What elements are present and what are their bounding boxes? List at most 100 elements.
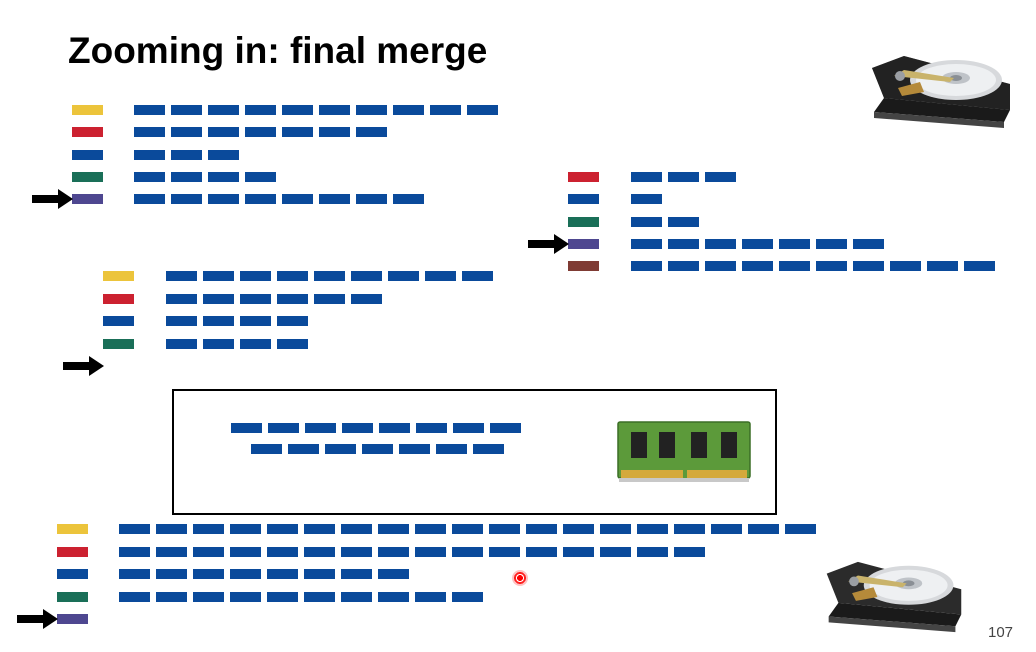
data-block [319, 194, 350, 204]
data-block [171, 194, 202, 204]
data-block [166, 339, 197, 349]
data-block [119, 524, 150, 534]
arrow-right-icon [528, 234, 569, 254]
data-block [277, 316, 308, 326]
data-block [134, 105, 165, 115]
data-block [171, 127, 202, 137]
data-block [452, 592, 483, 602]
memory-buffer-box [172, 389, 777, 515]
data-block [452, 547, 483, 557]
data-block [351, 294, 382, 304]
hard-disk-icon [872, 56, 1010, 128]
data-block [674, 524, 705, 534]
run-tag-red [568, 172, 599, 182]
data-block [134, 150, 165, 160]
data-block [430, 105, 461, 115]
data-block [415, 547, 446, 557]
data-block [853, 239, 884, 249]
data-block [203, 294, 234, 304]
data-block [416, 423, 447, 433]
data-block [230, 592, 261, 602]
data-block [245, 127, 276, 137]
data-block [231, 423, 262, 433]
data-block [393, 105, 424, 115]
data-block [705, 172, 736, 182]
data-block [240, 271, 271, 281]
data-block [668, 239, 699, 249]
data-block [779, 261, 810, 271]
data-block [425, 271, 456, 281]
data-block [193, 592, 224, 602]
data-block [473, 444, 504, 454]
data-block [134, 194, 165, 204]
run-tag-green [57, 592, 88, 602]
data-block [267, 569, 298, 579]
data-block [166, 316, 197, 326]
data-block [705, 261, 736, 271]
data-block [319, 127, 350, 137]
run-tag-yellow [57, 524, 88, 534]
data-block [156, 569, 187, 579]
data-block [268, 423, 299, 433]
run-tag-red [103, 294, 134, 304]
data-block [156, 547, 187, 557]
data-block [379, 423, 410, 433]
data-block [748, 524, 779, 534]
run-tag-yellow [103, 271, 134, 281]
data-block [119, 569, 150, 579]
arrow-right-icon [17, 609, 58, 629]
data-block [526, 547, 557, 557]
data-block [467, 105, 498, 115]
data-block [156, 592, 187, 602]
data-block [203, 339, 234, 349]
data-block [251, 444, 282, 454]
run-tag-blue [57, 569, 88, 579]
data-block [489, 547, 520, 557]
slide-title: Zooming in: final merge [68, 30, 488, 71]
data-block [245, 105, 276, 115]
data-block [631, 217, 662, 227]
data-block [240, 294, 271, 304]
run-tag-purple [568, 239, 599, 249]
data-block [816, 261, 847, 271]
data-block [277, 271, 308, 281]
data-block [119, 592, 150, 602]
data-block [304, 592, 335, 602]
data-block [230, 524, 261, 534]
data-block [378, 547, 409, 557]
data-block [267, 592, 298, 602]
data-block [362, 444, 393, 454]
run-tag-blue [568, 194, 599, 204]
data-block [631, 172, 662, 182]
data-block [351, 271, 382, 281]
data-block [399, 444, 430, 454]
data-block [742, 239, 773, 249]
laser-pointer-dot [512, 570, 528, 586]
data-block [208, 127, 239, 137]
data-block [277, 294, 308, 304]
data-block [378, 592, 409, 602]
data-block [166, 271, 197, 281]
data-block [668, 172, 699, 182]
data-block [208, 194, 239, 204]
data-block [341, 569, 372, 579]
data-block [240, 339, 271, 349]
run-tag-green [72, 172, 103, 182]
data-block [637, 524, 668, 534]
data-block [964, 261, 995, 271]
page-number: 107 [988, 624, 1014, 641]
data-block [378, 524, 409, 534]
data-block [490, 423, 521, 433]
data-block [631, 239, 662, 249]
data-block [193, 569, 224, 579]
data-block [314, 294, 345, 304]
data-block [171, 105, 202, 115]
data-block [156, 524, 187, 534]
data-block [171, 150, 202, 160]
data-block [193, 524, 224, 534]
data-block [208, 172, 239, 182]
data-block [853, 261, 884, 271]
data-block [193, 547, 224, 557]
data-block [325, 444, 356, 454]
data-block [526, 524, 557, 534]
